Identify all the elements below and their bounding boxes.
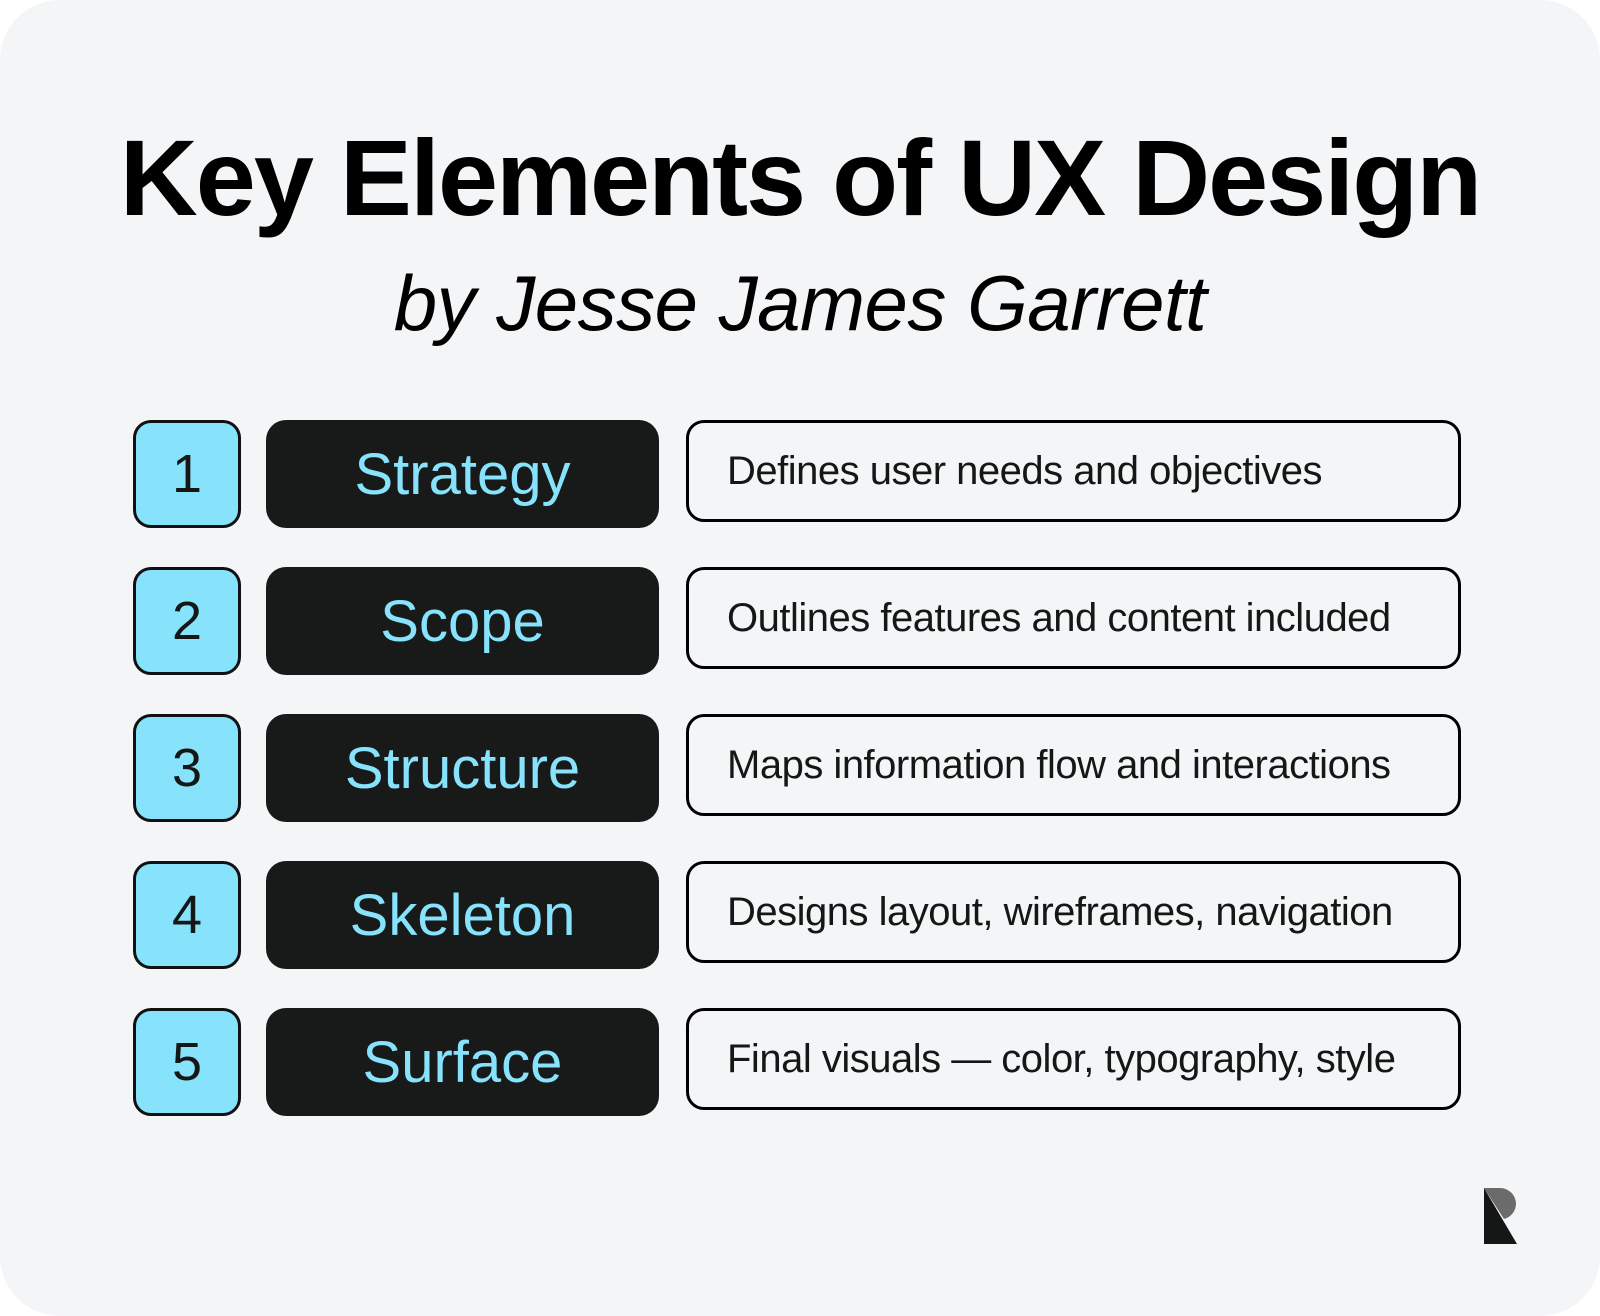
element-description: Final visuals — color, typography, style [686,1008,1461,1110]
element-row-strategy: 1 Strategy Defines user needs and object… [133,420,1467,528]
r-logo-icon [1484,1188,1517,1244]
step-number-badge: 2 [133,567,241,675]
element-name-label: Surface [266,1008,659,1116]
element-row-scope: 2 Scope Outlines features and content in… [133,567,1467,675]
element-description: Outlines features and content included [686,567,1461,669]
element-row-surface: 5 Surface Final visuals — color, typogra… [133,1008,1467,1116]
page-subtitle: by Jesse James Garrett [393,259,1207,347]
step-number-badge: 4 [133,861,241,969]
element-name-label: Structure [266,714,659,822]
element-name-label: Strategy [266,420,659,528]
step-number-badge: 5 [133,1008,241,1116]
element-description: Defines user needs and objectives [686,420,1461,522]
step-number-badge: 3 [133,714,241,822]
page-title: Key Elements of UX Design [119,117,1482,238]
element-row-structure: 3 Structure Maps information flow and in… [133,714,1467,822]
element-description: Designs layout, wireframes, navigation [686,861,1461,963]
step-number-badge: 1 [133,420,241,528]
element-description: Maps information flow and interactions [686,714,1461,816]
element-row-skeleton: 4 Skeleton Designs layout, wireframes, n… [133,861,1467,969]
element-name-label: Skeleton [266,861,659,969]
element-name-label: Scope [266,567,659,675]
